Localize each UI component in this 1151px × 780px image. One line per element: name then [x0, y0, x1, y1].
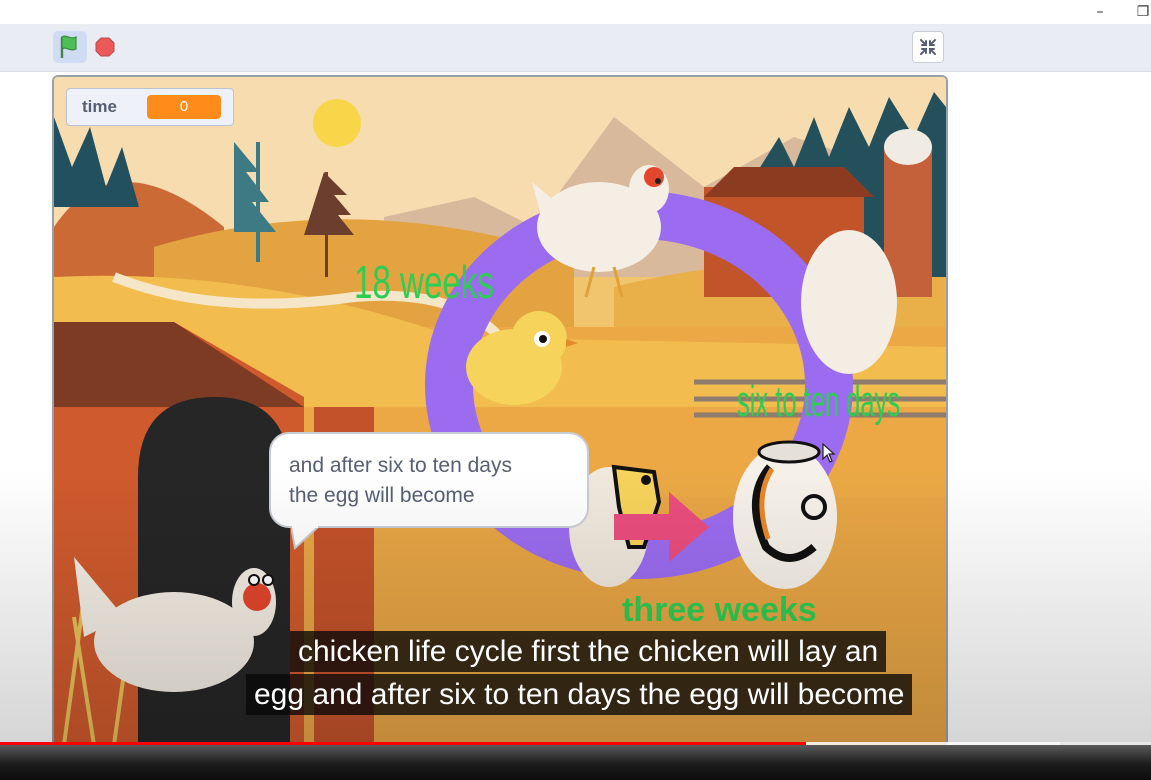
green-flag-button[interactable] — [53, 31, 87, 63]
farm-backdrop — [54, 77, 946, 745]
hen-top-sprite — [532, 165, 669, 298]
green-flag-icon — [60, 35, 77, 58]
speech-line-1: and after six to ten days — [289, 454, 512, 477]
variable-monitor-time[interactable]: time 0 — [66, 88, 234, 126]
window-title-bar: – ❐ — [0, 0, 1151, 24]
stop-icon — [95, 37, 115, 57]
mouse-cursor-icon — [822, 443, 836, 463]
chick-sprite — [466, 311, 578, 405]
label-18-weeks: 18 weeks — [354, 256, 494, 308]
hen-bottom-sprite — [74, 557, 276, 692]
restore-button[interactable]: ❐ — [1136, 4, 1150, 20]
label-six-to-ten-days: six to ten days — [737, 377, 901, 426]
monitor-value: 0 — [147, 95, 221, 119]
speech-line-2: the egg will become — [289, 484, 475, 507]
scratch-player-toolbar — [0, 24, 1151, 72]
embryo-egg-sprite — [733, 440, 837, 589]
minimize-button[interactable]: – — [1096, 4, 1104, 20]
egg-sprite — [801, 230, 897, 374]
speech-bubble: and after six to ten days the egg will b… — [269, 432, 589, 550]
stop-button[interactable] — [95, 37, 115, 57]
speech-bubble-tail — [291, 526, 321, 550]
scratch-stage[interactable]: time 0 18 weeks six to ten days three we… — [52, 75, 948, 747]
exit-fullscreen-button[interactable] — [912, 31, 944, 63]
label-three-weeks: three weeks — [622, 591, 817, 629]
video-control-bar — [0, 745, 1151, 780]
caption-line-1: chicken life cycle first the chicken wil… — [290, 631, 887, 672]
monitor-label: time — [82, 97, 117, 116]
video-progress-bar[interactable] — [0, 742, 806, 745]
arrow-right-icon — [614, 492, 709, 562]
caption-line-2: egg and after six to ten days the egg wi… — [246, 674, 913, 715]
exit-fullscreen-icon — [920, 39, 936, 55]
